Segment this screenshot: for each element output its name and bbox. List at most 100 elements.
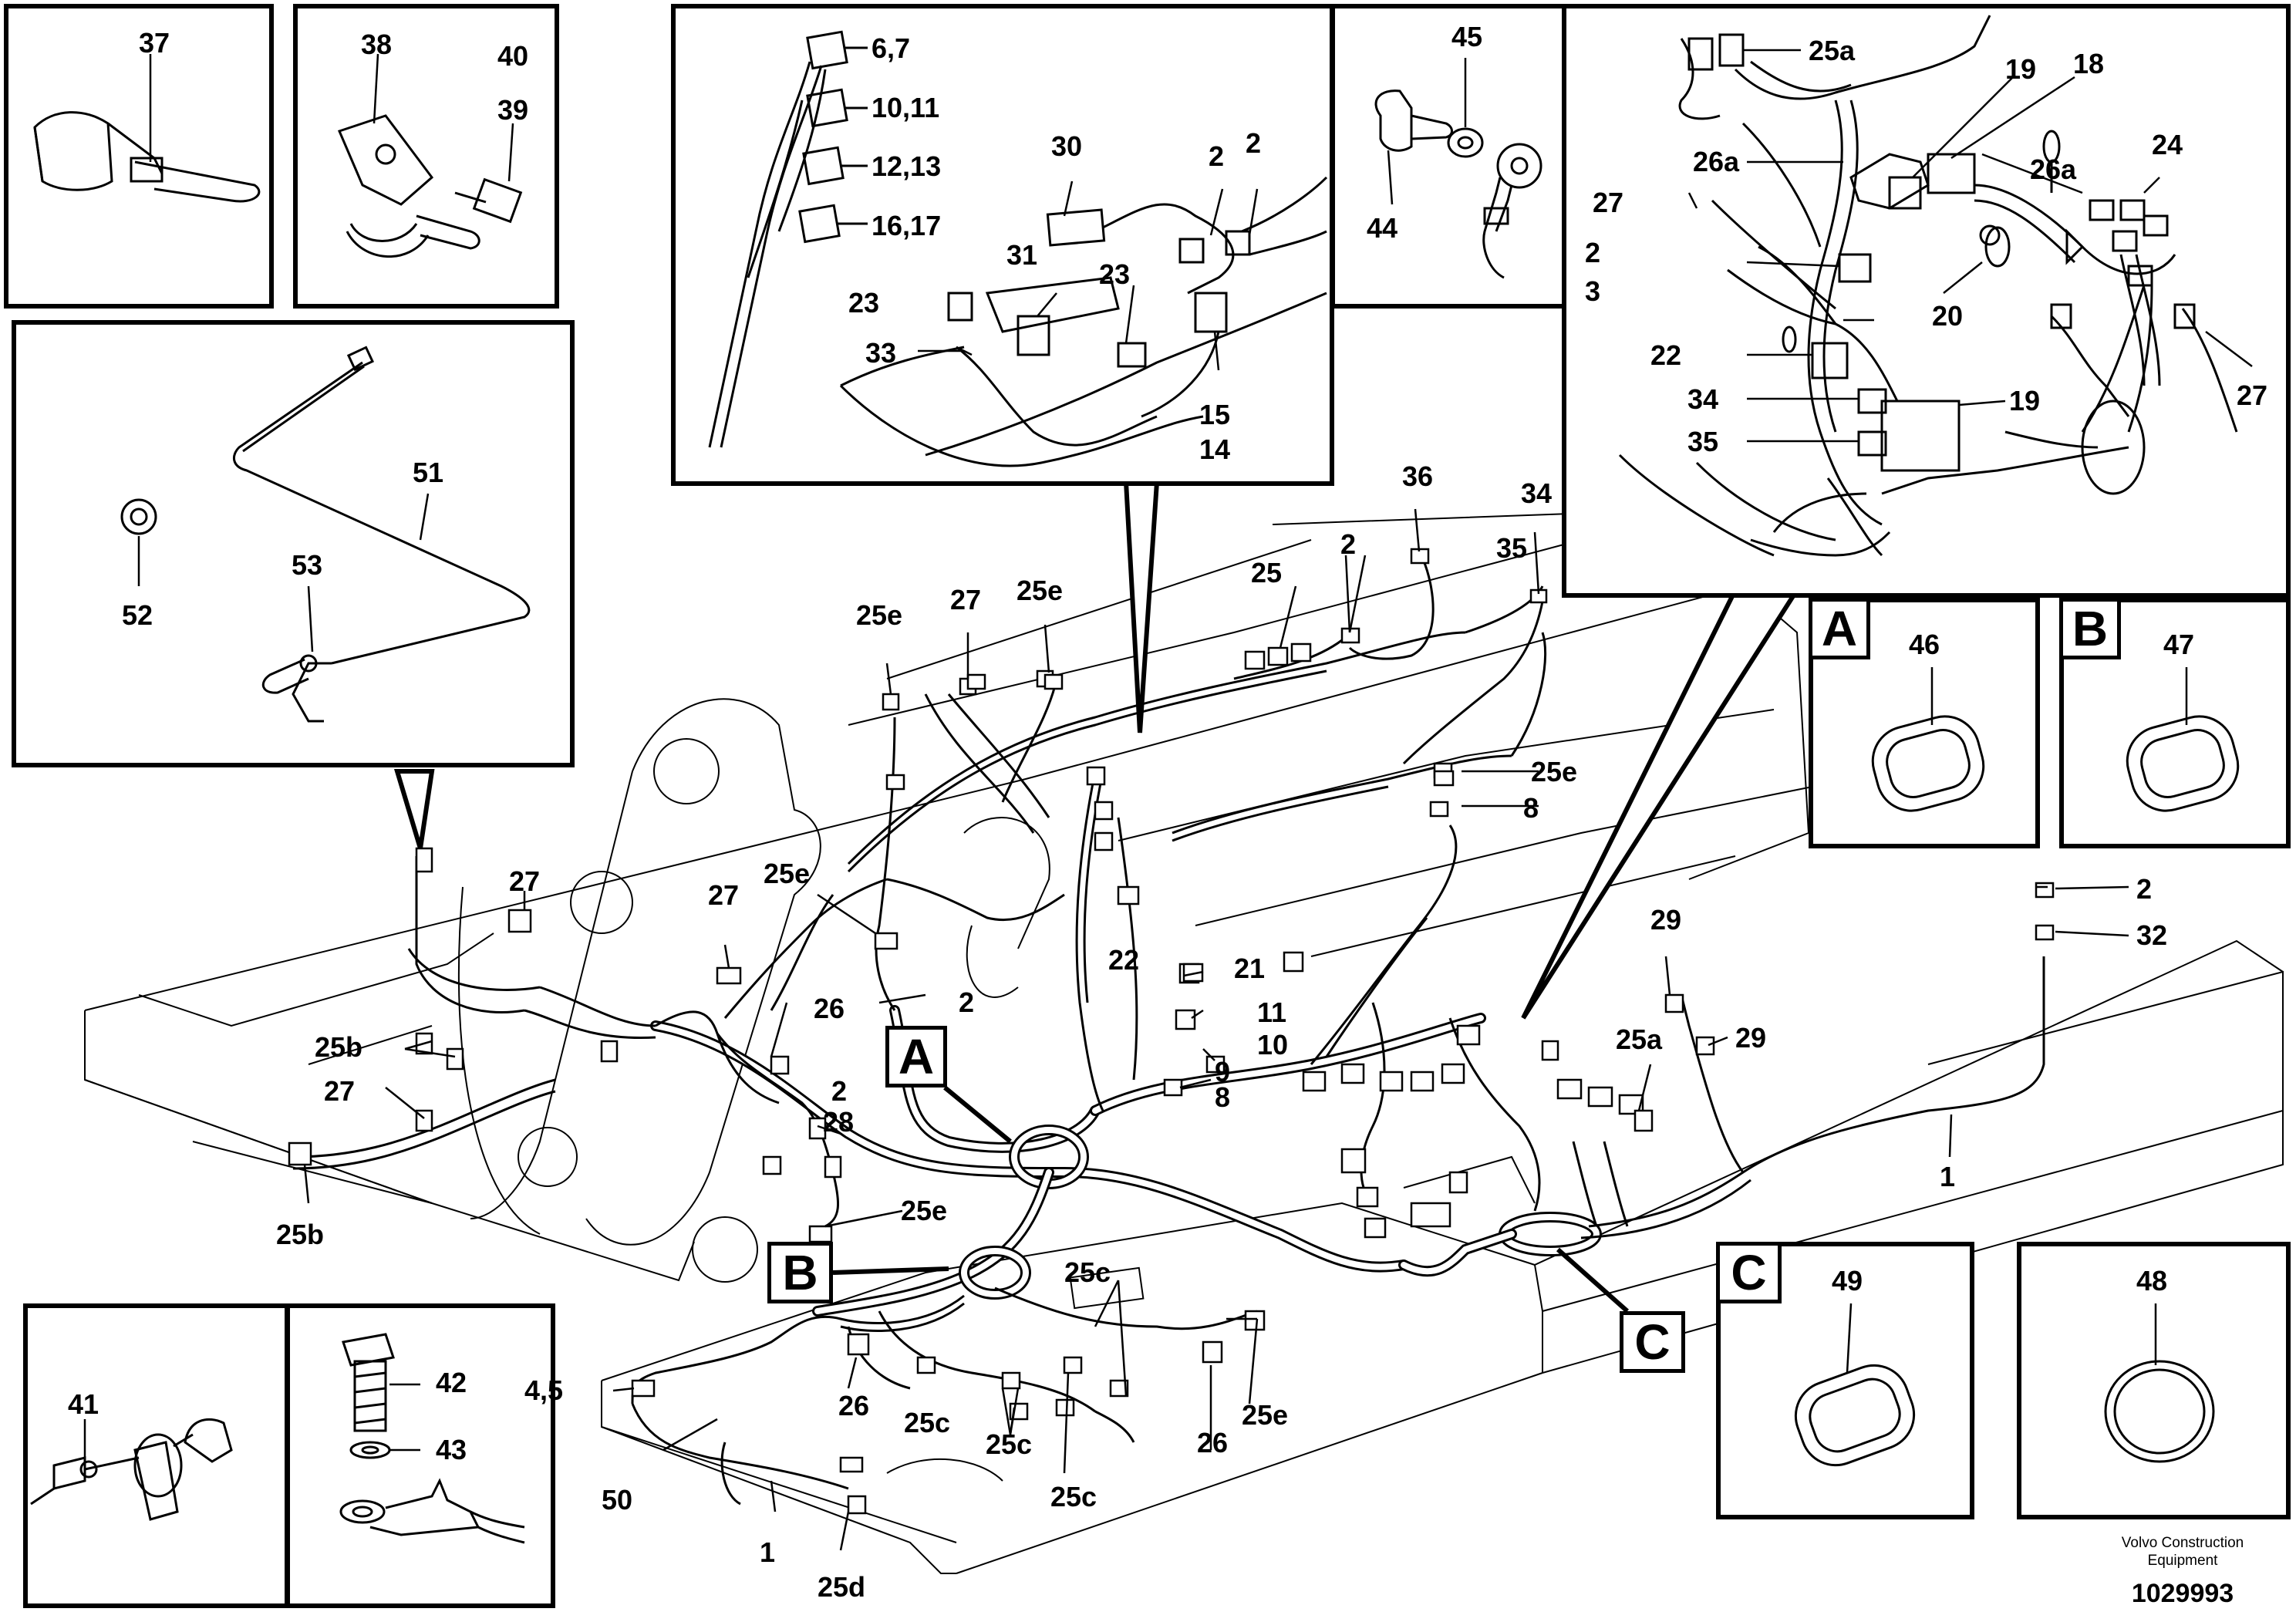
callout-48: 48 bbox=[2136, 1265, 2168, 1297]
callout-27-inset: 27 bbox=[1593, 187, 1624, 218]
callout-27-main-2: 27 bbox=[509, 865, 541, 897]
callout-49: 49 bbox=[1832, 1265, 1863, 1297]
inset-box-51-53 bbox=[12, 320, 575, 767]
callout-25: 25 bbox=[1251, 557, 1283, 588]
callout-8: 8 bbox=[1215, 1081, 1231, 1113]
callout-2-main-2: 2 bbox=[959, 986, 975, 1018]
inset-box-right-harness bbox=[1562, 4, 2291, 598]
callout-41: 41 bbox=[68, 1388, 99, 1420]
callout-27-inset-right: 27 bbox=[2237, 379, 2268, 411]
callout-25c-1: 25c bbox=[1064, 1256, 1111, 1288]
callout-25e-3: 25e bbox=[1531, 756, 1578, 787]
callout-18: 18 bbox=[2073, 48, 2105, 79]
callout-2-main-3: 2 bbox=[831, 1075, 848, 1107]
callout-25a-top: 25a bbox=[1809, 35, 1856, 66]
callout-30: 30 bbox=[1051, 130, 1083, 162]
callout-26-main-1: 26 bbox=[814, 993, 845, 1024]
inset-tag-b: B bbox=[2059, 598, 2121, 659]
callout-6-7: 6,7 bbox=[872, 32, 911, 64]
callout-12-13: 12,13 bbox=[872, 150, 942, 182]
connectors bbox=[288, 548, 2055, 1515]
section-tag-a[interactable]: A bbox=[885, 1026, 947, 1088]
callout-39: 39 bbox=[497, 94, 529, 126]
callout-23-b: 23 bbox=[848, 287, 880, 319]
callout-21: 21 bbox=[1234, 953, 1266, 984]
callout-9: 9 bbox=[1215, 1056, 1231, 1088]
callout-35: 35 bbox=[1496, 532, 1528, 564]
callout-25c-3: 25c bbox=[986, 1428, 1033, 1460]
callout-25c-2: 25c bbox=[904, 1407, 951, 1438]
callout-43: 43 bbox=[436, 1434, 467, 1465]
callout-10-11: 10,11 bbox=[872, 92, 940, 123]
callout-40: 40 bbox=[497, 40, 529, 72]
callout-27-main-1: 27 bbox=[950, 584, 982, 615]
callout-2-right: 2 bbox=[2136, 873, 2153, 905]
callout-8-right: 8 bbox=[1523, 792, 1539, 824]
leader-lines bbox=[303, 508, 2129, 1551]
footer-drawing-number: 1029993 bbox=[2131, 1579, 2234, 1608]
callout-47: 47 bbox=[2163, 629, 2195, 660]
callout-33: 33 bbox=[865, 337, 897, 369]
section-tag-b[interactable]: B bbox=[767, 1242, 833, 1303]
inset-tag-c: C bbox=[1716, 1242, 1782, 1303]
callout-34: 34 bbox=[1521, 477, 1553, 509]
callout-25a-main: 25a bbox=[1616, 1023, 1663, 1055]
callout-11: 11 bbox=[1257, 996, 1287, 1028]
callout-25e-6: 25e bbox=[1242, 1399, 1289, 1431]
callout-27-main-4: 27 bbox=[324, 1075, 356, 1107]
callout-26a-1: 26a bbox=[1693, 146, 1740, 177]
callout-26-main-3: 26 bbox=[1197, 1427, 1229, 1458]
callout-50: 50 bbox=[602, 1484, 633, 1516]
callout-22-inset: 22 bbox=[1650, 339, 1682, 371]
callout-26a-2: 26a bbox=[2030, 153, 2077, 185]
footer-company-line1: Volvo Construction bbox=[2121, 1535, 2244, 1551]
callout-23-a: 23 bbox=[1099, 258, 1131, 290]
inset-box-top-connectors bbox=[671, 4, 1334, 486]
callout-25e-2: 25e bbox=[1017, 575, 1064, 606]
footer-company-line2: Equipment bbox=[2147, 1552, 2218, 1569]
callout-19-b: 19 bbox=[2009, 385, 2041, 416]
callout-15: 15 bbox=[1199, 399, 1231, 430]
callout-44: 44 bbox=[1367, 212, 1398, 244]
callout-53: 53 bbox=[292, 549, 323, 581]
callout-2-main-1: 2 bbox=[1340, 528, 1357, 560]
callout-4-5: 4,5 bbox=[524, 1374, 564, 1406]
callout-25e-5: 25e bbox=[901, 1195, 948, 1226]
machine-frame bbox=[84, 508, 2284, 1574]
callout-35-inset: 35 bbox=[1687, 426, 1719, 457]
callout-20: 20 bbox=[1932, 300, 1964, 332]
callout-29-a: 29 bbox=[1650, 904, 1682, 936]
callout-32: 32 bbox=[2136, 919, 2168, 951]
callout-1-right: 1 bbox=[1940, 1161, 1956, 1192]
callout-25e-1: 25e bbox=[856, 599, 903, 631]
callout-36: 36 bbox=[1402, 460, 1434, 492]
callout-29-b: 29 bbox=[1735, 1022, 1767, 1054]
callout-25c-4: 25c bbox=[1050, 1481, 1097, 1512]
callout-2-inset: 2 bbox=[1585, 237, 1601, 268]
section-tag-c[interactable]: C bbox=[1620, 1311, 1685, 1373]
callout-24: 24 bbox=[2152, 129, 2183, 160]
callout-25b-1: 25b bbox=[315, 1031, 363, 1063]
callout-3-inset: 3 bbox=[1585, 275, 1601, 307]
callout-46: 46 bbox=[1909, 629, 1940, 660]
callout-28: 28 bbox=[823, 1106, 855, 1138]
main-harness bbox=[292, 558, 2045, 1506]
callout-22: 22 bbox=[1108, 944, 1140, 976]
inset-tag-a: A bbox=[1809, 598, 1870, 659]
section-pointers bbox=[832, 1085, 1629, 1313]
callout-16-17: 16,17 bbox=[872, 210, 942, 241]
callout-52: 52 bbox=[122, 599, 153, 631]
footer-company: Volvo Construction Equipment bbox=[2082, 1535, 2283, 1570]
inset-box-44-45 bbox=[1330, 4, 1569, 309]
callout-1-bottom: 1 bbox=[760, 1536, 776, 1568]
callout-38: 38 bbox=[361, 29, 393, 60]
callout-2-a: 2 bbox=[1209, 140, 1225, 172]
inset-box-41 bbox=[23, 1303, 289, 1608]
callout-42: 42 bbox=[436, 1367, 467, 1398]
callout-2-b: 2 bbox=[1246, 127, 1262, 159]
callout-19-a: 19 bbox=[2005, 53, 2037, 85]
callout-51: 51 bbox=[413, 457, 444, 488]
callout-25d: 25d bbox=[818, 1571, 866, 1603]
callout-27-main-3: 27 bbox=[708, 879, 740, 911]
callout-26-main-2: 26 bbox=[838, 1390, 870, 1421]
